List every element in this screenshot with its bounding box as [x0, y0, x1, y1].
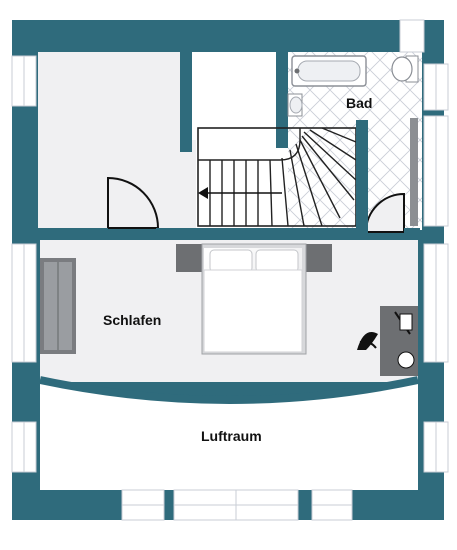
- bathtub-icon: [291, 55, 367, 87]
- hall-bedroom-wall-mid: [156, 228, 368, 240]
- window-top: [399, 19, 425, 53]
- hall-bedroom-wall-right: [404, 228, 420, 240]
- room-label-bad: Bad: [346, 95, 372, 111]
- sink-icon: [287, 93, 303, 117]
- desk: [380, 306, 418, 376]
- window-bottom-3: [311, 489, 353, 521]
- stair-wall-top: [180, 52, 192, 152]
- double-bed-icon: [176, 243, 332, 355]
- office-chair-icon: [357, 332, 378, 350]
- window-left-upper: [11, 55, 37, 107]
- window-right-bottom: [423, 421, 449, 473]
- hall-bedroom-wall-left: [38, 228, 108, 240]
- gallery-rail: [39, 376, 419, 404]
- window-left-lower: [11, 421, 37, 473]
- shaft-opening: [192, 52, 276, 140]
- window-left-mid: [11, 243, 37, 363]
- room-label-schlafen: Schlafen: [103, 312, 161, 328]
- window-bottom-2: [173, 489, 299, 521]
- stair-wall-right: [276, 52, 288, 148]
- luftraum-floor: [40, 380, 418, 490]
- toilet-icon: [391, 55, 419, 83]
- window-right-upper: [423, 63, 449, 111]
- stair-arrow-icon: [198, 187, 282, 199]
- hall-door: [107, 176, 160, 229]
- window-bottom-1: [121, 489, 165, 521]
- room-label-luftraum: Luftraum: [201, 428, 262, 444]
- window-right-lower: [423, 243, 449, 363]
- window-right-mid: [423, 115, 449, 227]
- wardrobe: [40, 258, 76, 354]
- bath-wall-left: [356, 120, 368, 232]
- bath-cabinet: [410, 118, 418, 226]
